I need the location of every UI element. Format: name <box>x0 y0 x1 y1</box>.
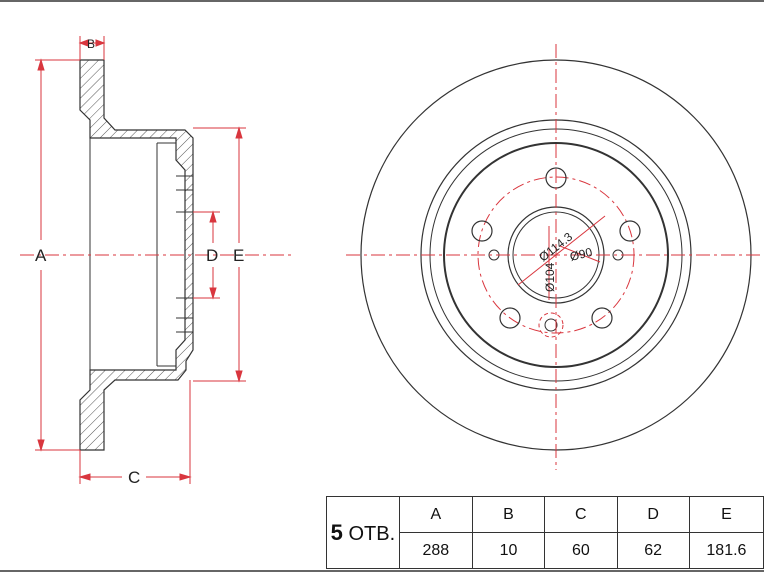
dimension-e <box>193 126 246 383</box>
bore-leader <box>559 245 601 263</box>
header-c: C <box>544 496 618 533</box>
locating-hole <box>544 318 558 332</box>
bolt-holes-count: 5 <box>330 519 343 545</box>
dimension-a <box>35 58 80 452</box>
dimension-b <box>78 36 106 60</box>
section-view: A B C D <box>20 36 295 487</box>
header-e: E <box>688 496 764 533</box>
dimension-d <box>193 210 220 300</box>
header-b: B <box>471 496 546 533</box>
bolt-holes-cell: 5 ОТВ. <box>326 496 400 569</box>
header-a: A <box>398 496 473 533</box>
bolt-hole <box>499 307 521 329</box>
dimension-b-label: B <box>87 37 95 51</box>
value-b: 10 <box>471 532 546 569</box>
spec-table: 5 ОТВ. A B C D E 288 10 60 62 181.6 <box>326 496 764 569</box>
value-e: 181.6 <box>688 532 764 569</box>
bolt-hole <box>591 307 613 329</box>
dimension-e-label: E <box>233 246 244 265</box>
pcd-leader <box>517 215 606 286</box>
drum-inner-edge <box>443 142 669 368</box>
bolt-hole <box>471 220 493 242</box>
dimension-c <box>78 380 192 484</box>
center-bore-label: Ø90 <box>568 245 594 264</box>
hub-diameter-label: Ø104 <box>543 262 557 292</box>
dimension-c-label: C <box>128 468 140 487</box>
spec-table-values-row: 288 10 60 62 181.6 <box>327 532 764 569</box>
value-a: 288 <box>398 532 473 569</box>
value-c: 60 <box>544 532 618 569</box>
dimension-a-label: A <box>35 246 47 265</box>
dimension-d-label: D <box>206 246 218 265</box>
bolt-hole <box>619 220 641 242</box>
spec-table-header-row: 5 ОТВ. A B C D E <box>326 496 764 569</box>
header-d: D <box>616 496 690 533</box>
bolt-holes-unit: ОТВ. <box>348 522 396 545</box>
front-view: Ø114.3 Ø90 Ø104 <box>346 44 764 470</box>
value-d: 62 <box>616 532 690 569</box>
locating-hole-marker <box>538 312 564 338</box>
